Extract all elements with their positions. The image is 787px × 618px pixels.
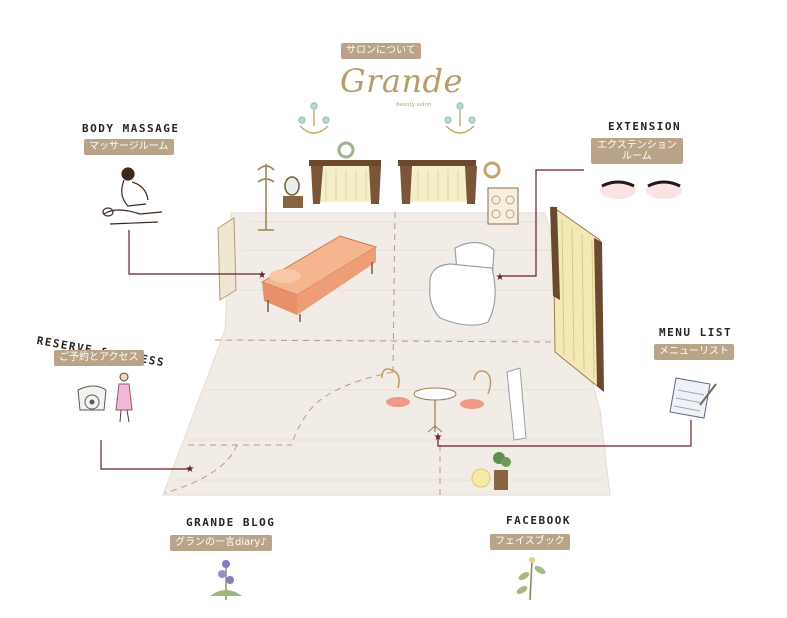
cabinet bbox=[487, 187, 519, 225]
curtain-side bbox=[550, 206, 604, 392]
marker-star: ★ bbox=[496, 272, 505, 283]
extension-tag-line1: エクステンション bbox=[597, 140, 677, 151]
connectors bbox=[100, 169, 692, 470]
marker-star: ★ bbox=[258, 270, 267, 281]
salon-about-link[interactable]: サロンについて bbox=[341, 43, 421, 59]
extension-tag-line2: ルーム bbox=[622, 151, 652, 162]
extension-title[interactable]: EXTENSION bbox=[608, 120, 682, 133]
cafe-set bbox=[381, 368, 492, 433]
menu-list-link[interactable]: メニューリスト bbox=[654, 344, 734, 360]
left-screen bbox=[217, 217, 237, 301]
lounge-chair bbox=[429, 241, 496, 326]
reservation-access-link[interactable]: ご予約とアクセス bbox=[54, 350, 144, 366]
extension-room-link[interactable]: エクステンション ルーム bbox=[591, 138, 683, 164]
blog-diary-link[interactable]: グランの一言diary♪ bbox=[170, 535, 272, 551]
logo-text: Grande bbox=[340, 62, 463, 100]
phone-icon bbox=[77, 385, 107, 411]
eyelash-icon bbox=[600, 180, 682, 199]
herb-icon bbox=[516, 557, 546, 601]
marker-star: ★ bbox=[186, 464, 195, 475]
massage-figure-icon bbox=[102, 167, 163, 225]
plant bbox=[493, 452, 511, 490]
massage-room-link[interactable]: マッサージルーム bbox=[84, 139, 174, 155]
body-massage-title[interactable]: BODY MASSAGE bbox=[82, 122, 180, 135]
flower-icon bbox=[210, 560, 242, 600]
chandelier-right bbox=[444, 102, 476, 134]
curtain-right bbox=[398, 160, 477, 204]
chandelier-left bbox=[298, 102, 330, 134]
facebook-link[interactable]: フェイスブック bbox=[490, 534, 570, 550]
mirror-table bbox=[283, 176, 303, 208]
grande-logo[interactable]: Grande beauty salon bbox=[338, 62, 462, 122]
notepad-icon bbox=[669, 377, 717, 419]
grande-blog-title[interactable]: GRANDE BLOG bbox=[186, 516, 276, 529]
menu-list-title[interactable]: MENU LIST bbox=[659, 326, 733, 339]
woman-figure-icon bbox=[115, 372, 133, 423]
massage-bed bbox=[260, 235, 378, 322]
curtain-left bbox=[309, 160, 381, 204]
logo-subtitle: beauty salon bbox=[396, 102, 432, 108]
marker-star: ★ bbox=[434, 432, 443, 443]
facebook-title[interactable]: FACEBOOK bbox=[506, 514, 571, 527]
coat-stand bbox=[257, 164, 275, 231]
